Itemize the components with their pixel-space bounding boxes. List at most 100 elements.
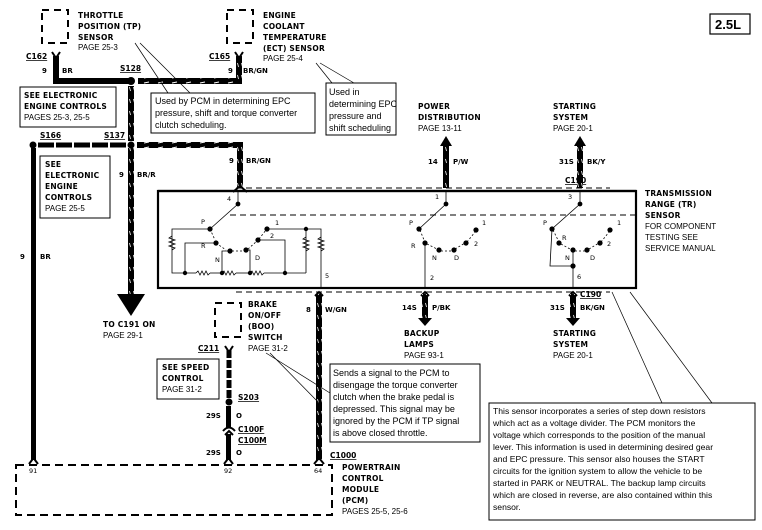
tr-switch-backup: 1 P R N D 2 1 2: [409, 192, 486, 287]
svg-text:SENSOR: SENSOR: [78, 33, 114, 42]
svg-text:TEMPERATURE: TEMPERATURE: [263, 33, 327, 42]
svg-text:SYSTEM: SYSTEM: [553, 113, 588, 122]
svg-text:P: P: [543, 219, 547, 227]
svg-text:Sends a signal to the PCM to: Sends a signal to the PCM to: [333, 368, 450, 378]
svg-text:D: D: [454, 254, 459, 262]
tp-sensor-page: PAGE 25-3: [78, 43, 118, 52]
svg-text:R: R: [411, 242, 416, 250]
svg-text:lever. This information is us: lever. This information is used in deter…: [493, 442, 713, 452]
svg-text:1: 1: [482, 219, 486, 227]
svg-text:PAGE 29-1: PAGE 29-1: [103, 331, 143, 340]
svg-text:S137: S137: [104, 131, 125, 140]
svg-text:CONTROL: CONTROL: [342, 474, 384, 483]
svg-text:9: 9: [20, 253, 25, 261]
svg-text:31S: 31S: [550, 304, 565, 312]
svg-text:(ECT) SENSOR: (ECT) SENSOR: [263, 44, 325, 53]
connector-c211: C211: [198, 344, 219, 353]
svg-text:ENGINE: ENGINE: [45, 182, 78, 191]
svg-text:PAGE 25-4: PAGE 25-4: [263, 54, 303, 63]
svg-text:BR/GN: BR/GN: [246, 157, 271, 165]
svg-text:P: P: [201, 218, 205, 226]
splice-s137: [127, 141, 135, 149]
svg-text:9: 9: [42, 67, 47, 75]
svg-text:2: 2: [270, 232, 274, 240]
tr-callout: This sensor incorporates a series of ste…: [488, 291, 756, 521]
svg-text:(BOO): (BOO): [248, 322, 274, 331]
wire-tr-pin4: [237, 142, 243, 188]
svg-text:determining EPC: determining EPC: [329, 99, 398, 109]
svg-text:14: 14: [428, 158, 438, 166]
svg-text:disengage the torque converter: disengage the torque converter: [333, 380, 458, 390]
svg-text:SENSOR: SENSOR: [645, 211, 681, 220]
svg-text:pressure and: pressure and: [329, 111, 382, 121]
svg-text:POSITION (TP): POSITION (TP): [78, 22, 141, 31]
boo-switch-outline: [214, 302, 242, 338]
connector-c190-bottom: C190: [580, 290, 601, 299]
svg-text:RANGE (TR): RANGE (TR): [645, 200, 697, 209]
svg-text:R: R: [562, 234, 567, 242]
wire-start-bky: [577, 145, 583, 188]
svg-text:S203: S203: [238, 393, 259, 402]
svg-text:SEE SPEED: SEE SPEED: [162, 363, 209, 372]
svg-text:N: N: [565, 254, 570, 262]
svg-text:P: P: [409, 219, 413, 227]
wire-backup-pbk: [422, 294, 428, 318]
svg-text:SYSTEM: SYSTEM: [553, 340, 588, 349]
svg-text:clutch when the brake pedal is: clutch when the brake pedal is: [333, 392, 455, 402]
svg-text:N: N: [215, 256, 220, 264]
tp-sensor-outline: [41, 9, 69, 44]
inline-connector-c100: [222, 426, 236, 432]
svg-text:shift scheduling: shift scheduling: [329, 123, 391, 133]
svg-text:2: 2: [607, 240, 611, 248]
svg-text:BR: BR: [62, 67, 73, 75]
svg-text:started in PARK or NEUTRAL. T: started in PARK or NEUTRAL. The backup l…: [493, 478, 706, 488]
svg-text:BR: BR: [40, 253, 51, 261]
svg-text:4: 4: [227, 195, 231, 203]
svg-text:STARTING: STARTING: [553, 102, 596, 111]
svg-text:CONTROL: CONTROL: [162, 374, 204, 383]
svg-text:which act as a voltage divider: which act as a voltage divider. The PCM …: [492, 418, 696, 428]
engine-badge: 2.5L: [709, 13, 751, 35]
svg-text:C100F: C100F: [238, 425, 264, 434]
svg-text:BK/Y: BK/Y: [587, 158, 606, 166]
reference-c191: TO C191 ON PAGE 29-1: [103, 320, 155, 340]
ect-sensor: ENGINE COOLANT TEMPERATURE (ECT) SENSOR …: [209, 9, 327, 75]
svg-text:9: 9: [229, 157, 234, 165]
splice-s166: [29, 141, 37, 149]
wire-ect-brgn: [138, 78, 238, 84]
svg-text:This sensor incorporates a ser: This sensor incorporates a series of ste…: [493, 406, 706, 416]
svg-text:ON/OFF: ON/OFF: [248, 311, 281, 320]
svg-text:PAGE 13-11: PAGE 13-11: [418, 124, 462, 133]
svg-text:PAGES 25-5, 25-6: PAGES 25-5, 25-6: [342, 507, 408, 516]
svg-text:TRANSMISSION: TRANSMISSION: [645, 189, 712, 198]
svg-text:STARTING: STARTING: [553, 329, 596, 338]
connector-c162: C162: [26, 52, 47, 61]
svg-text:92: 92: [224, 467, 232, 475]
svg-text:TESTING SEE: TESTING SEE: [645, 233, 698, 242]
svg-text:R: R: [201, 242, 206, 250]
svg-text:D: D: [590, 254, 595, 262]
svg-text:O: O: [236, 412, 242, 420]
svg-text:9: 9: [228, 67, 233, 75]
svg-text:P/BK: P/BK: [432, 304, 451, 312]
boo-switch: BRAKE ON/OFF (BOO) SWITCH PAGE 31-2 C211: [198, 300, 288, 353]
svg-text:DISTRIBUTION: DISTRIBUTION: [418, 113, 481, 122]
svg-text:1: 1: [275, 219, 279, 227]
svg-text:PAGE 25-5: PAGE 25-5: [45, 204, 85, 213]
svg-text:S128: S128: [120, 64, 141, 73]
svg-text:O: O: [236, 449, 242, 457]
svg-text:2: 2: [430, 274, 434, 282]
reference-eec-left: SEE ELECTRONIC ENGINE CONTROLS PAGE 25-5: [39, 155, 111, 219]
wire-power-pw: [443, 145, 449, 188]
svg-text:Used by PCM in determining EPC: Used by PCM in determining EPC: [155, 96, 291, 106]
svg-text:6: 6: [577, 273, 581, 281]
arrow-to-c191: [117, 294, 145, 316]
svg-text:ENGINE: ENGINE: [263, 11, 296, 20]
svg-text:circuits for the ignition syst: circuits for the ignition system to allo…: [493, 466, 702, 476]
svg-text:is above closed throttle.: is above closed throttle.: [333, 428, 428, 438]
reference-eec-top: SEE ELECTRONIC ENGINE CONTROLS PAGES 25-…: [19, 86, 117, 128]
svg-text:31S: 31S: [559, 158, 574, 166]
svg-text:D: D: [255, 254, 260, 262]
svg-text:S166: S166: [40, 131, 61, 140]
